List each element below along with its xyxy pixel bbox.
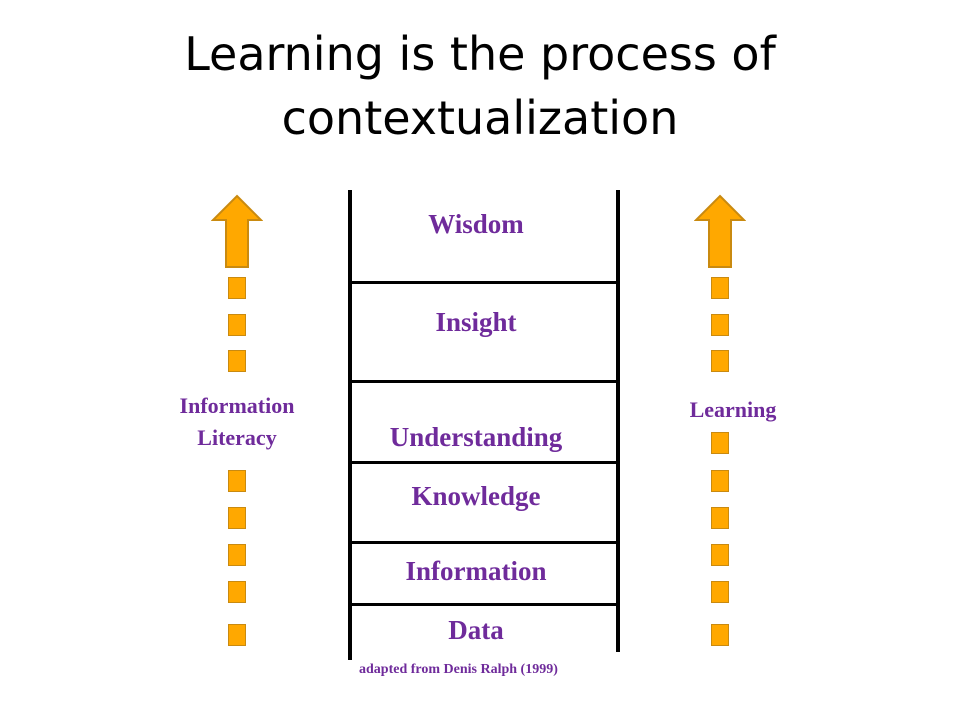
rung-label-insight: Insight: [435, 307, 517, 337]
rung-label-wisdom: Wisdom: [428, 209, 524, 239]
rung-label-understanding: Understanding: [389, 422, 563, 452]
dash-segment: [228, 507, 246, 529]
learning-label: Learning: [689, 397, 777, 422]
ladder-rung: [350, 603, 618, 606]
rung-label-knowledge: Knowledge: [411, 481, 541, 511]
ladder-rung: [350, 380, 618, 383]
ladder-rung: [350, 541, 618, 544]
dash-segment: [711, 432, 729, 454]
ladder-left-rail: [348, 190, 352, 660]
ladder-right-rail: [616, 190, 620, 652]
information-literacy-label: Information Literacy: [179, 393, 295, 450]
ladder-rung: [350, 461, 618, 464]
up-arrow-icon: [211, 194, 263, 268]
up-arrow-icon: [694, 194, 746, 268]
dash-segment: [228, 581, 246, 603]
dash-segment: [711, 624, 729, 646]
slide-title: Learning is the process of contextualiza…: [0, 22, 960, 150]
dash-segment: [228, 544, 246, 566]
dash-segment: [228, 624, 246, 646]
dash-segment: [711, 470, 729, 492]
title-line-2: contextualization: [281, 91, 679, 145]
dash-segment: [711, 314, 729, 336]
rung-label-information: Information: [405, 556, 547, 586]
ladder-rung: [350, 281, 618, 284]
dash-segment: [228, 350, 246, 372]
dash-segment: [228, 277, 246, 299]
dash-segment: [228, 314, 246, 336]
dash-segment: [228, 470, 246, 492]
citation: adapted from Denis Ralph (1999): [359, 662, 558, 677]
dash-segment: [711, 581, 729, 603]
dash-segment: [711, 350, 729, 372]
dash-segment: [711, 277, 729, 299]
rung-label-data: Data: [448, 615, 504, 645]
dash-segment: [711, 507, 729, 529]
dash-segment: [711, 544, 729, 566]
title-line-1: Learning is the process of: [184, 27, 776, 81]
